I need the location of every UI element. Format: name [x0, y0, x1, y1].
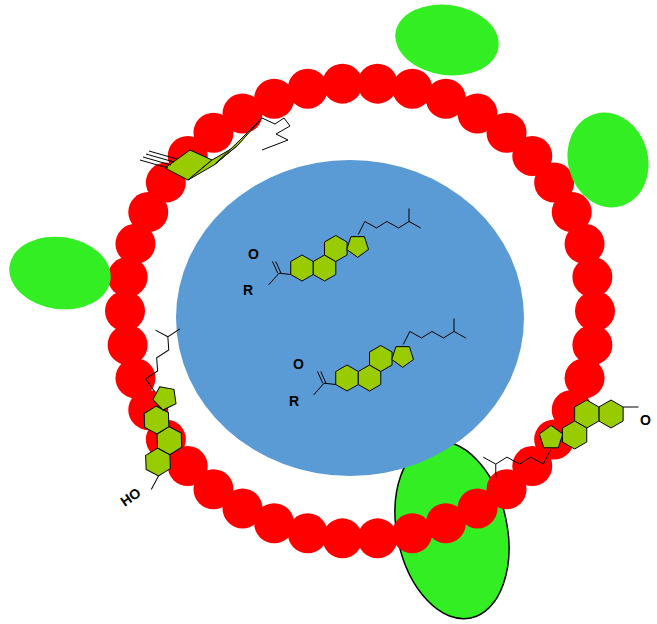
apoprotein — [4, 230, 115, 315]
ester-bond — [269, 273, 291, 285]
steroid-ring — [291, 255, 314, 281]
atom-label: O — [293, 357, 304, 371]
phospholipid-head — [322, 518, 362, 558]
phospholipid-head — [288, 69, 328, 109]
phospholipid-head — [358, 64, 398, 104]
phospholipid-head — [572, 257, 612, 297]
atom-label: HO — [118, 485, 143, 509]
side-chain — [483, 450, 550, 464]
phospholipid-head — [572, 325, 612, 365]
steroid-ring — [165, 150, 212, 180]
side-chain — [408, 208, 409, 221]
apoprotein — [557, 103, 657, 216]
steroid-molecule — [314, 318, 466, 394]
hydroxyl-bond — [151, 476, 158, 490]
steroid-ring — [599, 400, 623, 428]
steroid-ring — [151, 383, 182, 414]
steroid-ring — [370, 346, 393, 372]
side-chain — [453, 318, 454, 331]
steroid-ring — [392, 347, 414, 368]
phospholipid-head — [358, 518, 398, 558]
side-chain — [149, 151, 177, 159]
steroid-ring — [325, 236, 348, 262]
side-chain — [143, 157, 171, 165]
carbonyl-bond — [276, 262, 281, 274]
phospholipid-shell — [105, 64, 615, 559]
embedded-lipid — [140, 118, 290, 180]
steroid-ring — [563, 421, 587, 449]
side-chain — [262, 118, 290, 150]
phospholipid-head — [575, 291, 615, 331]
phospholipid-head — [108, 325, 148, 365]
side-chain — [358, 221, 420, 234]
phospholipid-head — [115, 358, 155, 398]
carbonyl-bond — [321, 372, 326, 384]
side-chain — [403, 331, 465, 344]
apoprotein — [391, 0, 504, 82]
phospholipid-head — [108, 257, 148, 297]
ester-bond — [314, 383, 336, 395]
phospholipid-head — [565, 224, 605, 264]
atom-label: R — [243, 283, 253, 297]
hydroxyl-bond — [623, 407, 638, 408]
phospholipid-head — [322, 64, 362, 104]
phospholipid-head — [105, 291, 145, 331]
side-chain — [142, 326, 186, 392]
atom-label: O — [248, 247, 259, 261]
side-chain — [146, 154, 174, 162]
steroid-ring — [539, 425, 562, 447]
steroid-ring — [347, 237, 369, 258]
atom-label: O — [640, 413, 651, 427]
side-chain — [140, 160, 168, 168]
side-chain — [495, 464, 496, 478]
phospholipid-head — [392, 513, 432, 553]
steroid-ring — [214, 118, 262, 165]
atom-label: R — [289, 394, 299, 408]
steroid-molecule — [483, 400, 638, 478]
side-chain — [155, 330, 167, 337]
lipid-core — [176, 160, 524, 476]
steroid-molecule — [269, 208, 421, 284]
steroid-molecule — [88, 319, 230, 493]
steroid-ring — [336, 365, 359, 391]
steroid-ring — [138, 403, 174, 438]
